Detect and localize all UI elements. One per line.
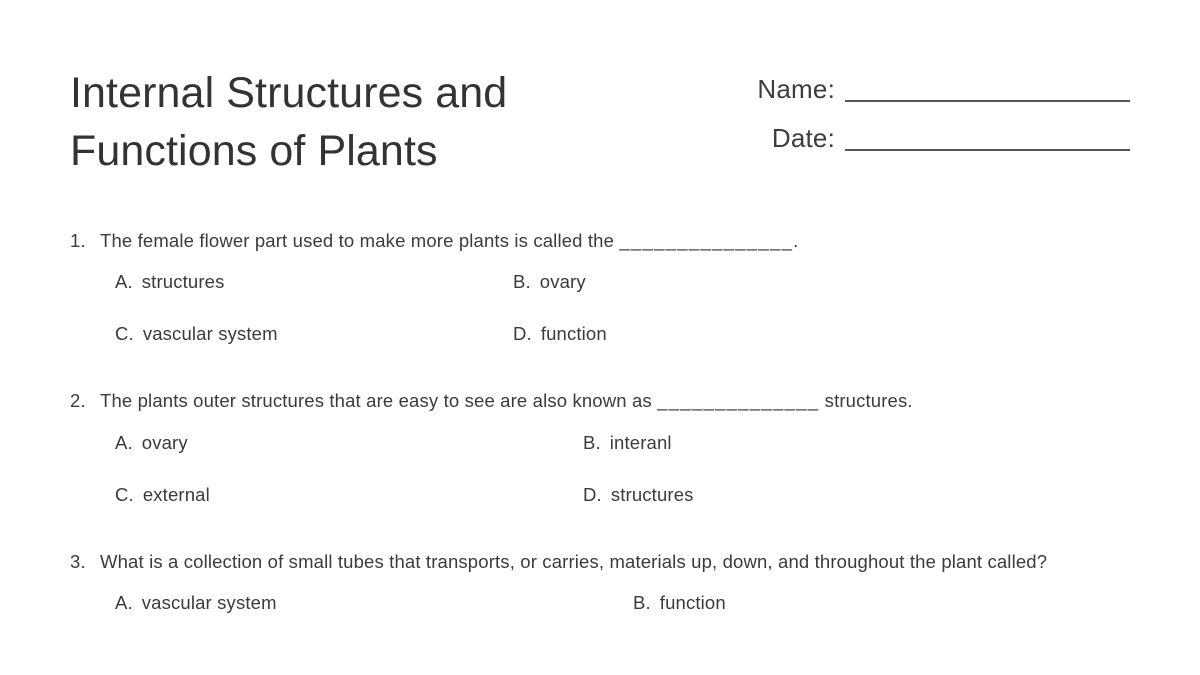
option-text: external <box>142 483 210 505</box>
option-c[interactable]: C. external <box>115 483 583 507</box>
option-letter: A. <box>115 271 133 293</box>
option-c[interactable]: C. vascular system <box>115 322 513 346</box>
answer-options: A. structures B. ovary C. vascular syste… <box>115 270 1145 346</box>
question-text-row: 2. The plants outer structures that are … <box>70 388 1145 414</box>
option-row: C. external D. structures <box>115 483 1145 507</box>
option-text: function <box>540 323 607 345</box>
name-label: Name: <box>757 74 835 104</box>
question-text-row: 3. What is a collection of small tubes t… <box>70 549 1145 575</box>
option-letter: D. <box>513 323 532 345</box>
questions-list: 1. The female flower part used to make m… <box>70 228 1145 621</box>
option-text: vascular system <box>141 591 277 613</box>
option-b[interactable]: B. function <box>633 591 726 615</box>
spacer <box>70 513 1145 549</box>
answer-blank[interactable]: _______________ <box>619 230 794 251</box>
question-text: The female flower part used to make more… <box>100 228 1145 254</box>
answer-blank[interactable]: ______________ <box>657 390 820 412</box>
option-d[interactable]: D. structures <box>583 483 694 507</box>
answer-options: A. vascular system B. function <box>115 591 1145 615</box>
question-number: 3. <box>70 550 86 572</box>
question-suffix: structures. <box>819 390 913 412</box>
option-letter: A. <box>115 591 133 613</box>
option-a[interactable]: A. ovary <box>115 431 583 455</box>
date-input-line[interactable] <box>845 149 1130 151</box>
option-a[interactable]: A. vascular system <box>115 591 633 615</box>
option-row: A. structures B. ovary <box>115 270 1145 294</box>
question-text: The plants outer structures that are eas… <box>100 388 1145 414</box>
option-d[interactable]: D. function <box>513 322 607 346</box>
question-number: 2. <box>70 390 86 412</box>
option-letter: C. <box>115 323 134 345</box>
name-date-block: Name: Date: <box>757 74 1130 154</box>
option-row: A. ovary B. interanl <box>115 431 1145 455</box>
option-text: ovary <box>539 271 586 293</box>
question-number: 1. <box>70 230 86 251</box>
question-prompt: The female flower part used to make more… <box>100 230 620 251</box>
option-text: structures <box>610 483 694 505</box>
question-text-row: 1. The female flower part used to make m… <box>70 228 1145 254</box>
spacer <box>70 352 1145 388</box>
option-letter: B. <box>633 591 651 613</box>
option-letter: B. <box>583 431 601 453</box>
date-label: Date: <box>771 123 835 153</box>
option-text: function <box>659 591 726 613</box>
option-text: interanl <box>609 431 672 453</box>
page-title: Internal Structures and Functions of Pla… <box>70 69 508 176</box>
question-item: 1. The female flower part used to make m… <box>70 228 1145 346</box>
date-field-row: Date: <box>757 123 1130 154</box>
question-prompt: The plants outer structures that are eas… <box>100 390 658 412</box>
question-suffix: . <box>793 230 799 251</box>
option-letter: C. <box>115 483 134 505</box>
worksheet-header: Internal Structures and Functions of Pla… <box>70 64 1140 180</box>
question-item: 3. What is a collection of small tubes t… <box>70 549 1145 615</box>
option-letter: B. <box>513 271 531 293</box>
name-input-line[interactable] <box>845 100 1130 102</box>
option-row: C. vascular system D. function <box>115 322 1145 346</box>
answer-options: A. ovary B. interanl C. external D. <box>115 431 1145 507</box>
option-row: A. vascular system B. function <box>115 591 1145 615</box>
option-text: ovary <box>141 431 188 453</box>
option-a[interactable]: A. structures <box>115 270 513 294</box>
option-text: structures <box>141 271 225 293</box>
option-b[interactable]: B. interanl <box>583 431 672 455</box>
option-text: vascular system <box>142 323 278 345</box>
name-field-row: Name: <box>757 74 1130 105</box>
option-b[interactable]: B. ovary <box>513 270 586 294</box>
option-letter: A. <box>115 431 133 453</box>
question-text: What is a collection of small tubes that… <box>100 550 1048 572</box>
question-item: 2. The plants outer structures that are … <box>70 388 1145 506</box>
option-letter: D. <box>583 483 602 505</box>
